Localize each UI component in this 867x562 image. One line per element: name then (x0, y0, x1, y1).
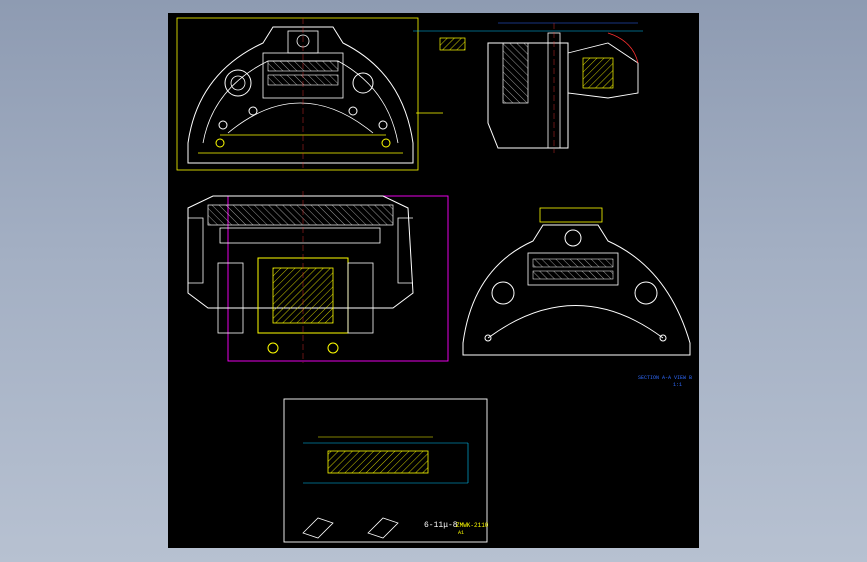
caliper-top-section-view (187, 191, 449, 363)
caliper-rear-view (462, 207, 691, 356)
view-caption: SECTION A-A VIEW B (638, 375, 693, 381)
cad-drawing-canvas[interactable]: 6-11μ-8 ZMWK-2110 A1 SECTION A-A VIEW B … (168, 13, 699, 548)
detail-label: 6-11μ-8 (424, 521, 458, 530)
view-caption-sub: 1:1 (673, 382, 683, 388)
detail-frame (283, 398, 488, 543)
caliper-side-section-view (413, 22, 643, 153)
drawing-code-sub: A1 (458, 530, 465, 536)
cad-sheet (176, 17, 691, 543)
caliper-front-view (176, 17, 443, 171)
drawing-code: ZMWK-2110 (456, 522, 489, 529)
